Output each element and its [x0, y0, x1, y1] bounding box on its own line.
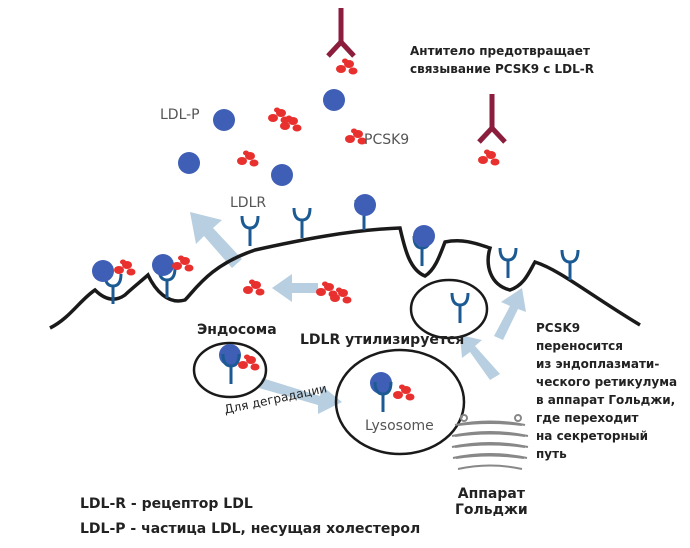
- arrow-golgi-up: [460, 335, 500, 380]
- lysosome: [334, 348, 466, 456]
- recycling-vesicle: [409, 278, 489, 340]
- bound-ldl-particles: [92, 194, 435, 282]
- lysosome-label: Lysosome: [365, 418, 434, 434]
- endosome-label: Эндосома: [197, 322, 277, 338]
- cell-membrane: [49, 226, 641, 330]
- arrow-to-membrane: [494, 288, 526, 340]
- endosome: [192, 341, 268, 399]
- ldlr-utilized-label: LDLR утилизируется: [300, 332, 465, 348]
- pcsk9-label: PCSK9: [364, 132, 410, 148]
- legend-ldl-p: LDL-P - частица LDL, несущая холестерол: [80, 521, 421, 537]
- ldlr-label: LDLR: [230, 195, 267, 211]
- pcsk9-transport-note: PCSK9 переносится из эндоплазмати- ческо…: [536, 321, 678, 461]
- golgi-label: Аппарат Гольджи: [455, 486, 528, 518]
- antibody-note-line2: связывание PCSK9 с LDL-R: [410, 62, 595, 76]
- arrow-to-lysosome: [259, 378, 342, 414]
- antibody-note-line1: Антитело предотвращает: [410, 44, 590, 58]
- transport-arrows: [190, 212, 526, 414]
- arrow-recycle-left: [190, 212, 242, 268]
- golgi-apparatus: [451, 414, 529, 470]
- free-ldl-particles: [178, 89, 345, 186]
- arrow-pcsk9-left: [272, 274, 318, 302]
- ldl-p-label: LDL-P: [160, 107, 200, 123]
- legend-ldl-r: LDL-R - рецептор LDL: [80, 496, 253, 512]
